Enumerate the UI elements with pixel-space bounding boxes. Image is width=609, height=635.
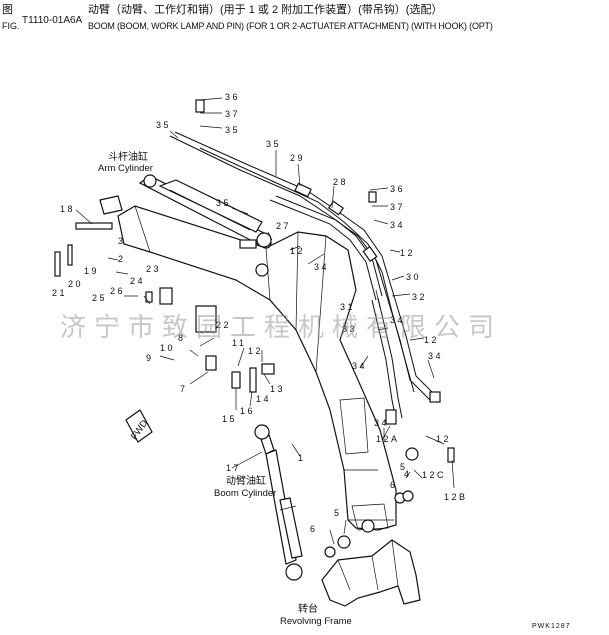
- callout-31: 31: [340, 302, 355, 312]
- callout-34: 34: [428, 351, 443, 361]
- callout-6: 6: [310, 524, 318, 534]
- callout-30: 30: [406, 272, 421, 282]
- callout-11: 11: [232, 338, 246, 348]
- callout-19: 19: [84, 266, 99, 276]
- figure-label-en: FIG.: [2, 21, 20, 31]
- callout-23: 23: [146, 264, 161, 274]
- callout-17: 17: [226, 463, 241, 473]
- callout-37: 37: [225, 109, 240, 119]
- callout-26: 26: [110, 286, 125, 296]
- callout-20: 20: [68, 279, 83, 289]
- fwd-arrow-icon: FWD: [125, 409, 153, 443]
- callout-7: 7: [180, 384, 188, 394]
- figure-code: T1110-01A6A: [22, 15, 83, 26]
- callout-34: 34: [374, 418, 389, 428]
- callout-28: 28: [333, 177, 348, 187]
- callout-35: 35: [266, 139, 281, 149]
- callout-8: 8: [178, 333, 186, 343]
- arm-cylinder-label-en: Arm Cylinder: [98, 163, 153, 174]
- callout-3: 3: [118, 236, 126, 246]
- callout-22: 22: [216, 320, 231, 330]
- watermark: 济宁市致园工程机械有限公司: [60, 313, 502, 343]
- revolving-frame: [321, 539, 421, 607]
- callout-25: 25: [92, 293, 107, 303]
- callout-34: 34: [390, 220, 405, 230]
- callout-18: 18: [60, 204, 75, 214]
- callout-14: 14: [256, 394, 271, 404]
- callout-12: 12: [436, 434, 451, 444]
- callout-34: 34: [352, 361, 367, 371]
- page-title-en: BOOM (BOOM, WORK LAMP AND PIN) (FOR 1 OR…: [88, 21, 493, 31]
- callout-5: 5: [400, 462, 408, 472]
- callout-36: 36: [390, 184, 405, 194]
- arm-cylinder-label-cn: 斗杆油缸: [108, 150, 148, 163]
- revolving-frame-label-cn: 转台: [298, 602, 318, 615]
- callout-35: 35: [216, 198, 231, 208]
- callout-34: 34: [390, 315, 405, 325]
- boom-cylinder-label-en: Boom Cylinder: [214, 488, 276, 499]
- drawing-code: PWK1287: [532, 623, 571, 630]
- callout-12c: 12C: [422, 470, 446, 480]
- callout-15: 15: [222, 414, 237, 424]
- callout-35: 35: [225, 125, 240, 135]
- boom-cylinder: [254, 424, 303, 581]
- callout-9: 9: [146, 353, 154, 363]
- callout-29: 29: [290, 153, 305, 163]
- callout-2: 2: [118, 254, 126, 264]
- boom-cylinder-label-cn: 动臂油缸: [226, 474, 266, 487]
- boom-body: [117, 205, 397, 533]
- callout-12: 12: [290, 246, 305, 256]
- small-parts: [54, 99, 455, 558]
- callout-33: 33: [342, 324, 357, 334]
- callout-4: 4: [404, 469, 412, 479]
- arm-cylinder: [138, 174, 272, 248]
- callout-16: 16: [240, 406, 255, 416]
- callout-12: 12: [400, 248, 415, 258]
- hydraulic-pipes: [169, 131, 441, 425]
- callout-36: 36: [225, 92, 240, 102]
- callout-6: 6: [390, 480, 398, 490]
- callout-32: 32: [412, 292, 427, 302]
- callout-1: 1: [298, 453, 306, 463]
- callout-24: 24: [130, 276, 145, 286]
- page-title-cn: 动臂（动臂、工作灯和销）(用于 1 或 2 附加工作装置）(带吊钩）(选配）: [88, 4, 443, 16]
- callout-13: 13: [270, 384, 285, 394]
- callout-12a: 12A: [376, 434, 400, 444]
- callout-21: 21: [52, 288, 67, 298]
- callout-12: 12: [248, 346, 263, 356]
- callout-12: 12: [424, 335, 439, 345]
- callout-5: 5: [334, 508, 342, 518]
- leader-lines: [75, 97, 455, 545]
- figure-label-cn: 图: [2, 4, 13, 16]
- callout-37: 37: [390, 202, 405, 212]
- callout-35: 35: [156, 120, 171, 130]
- callout-12b: 12B: [444, 492, 468, 502]
- callout-10: 10: [160, 343, 175, 353]
- revolving-frame-label-en: Revolving Frame: [280, 616, 352, 627]
- callout-numbers: 36 37 35 35 35 29 28 36 37 34 18 35 27 1…: [52, 92, 468, 534]
- callout-34: 34: [314, 262, 329, 272]
- callout-27: 27: [276, 221, 291, 231]
